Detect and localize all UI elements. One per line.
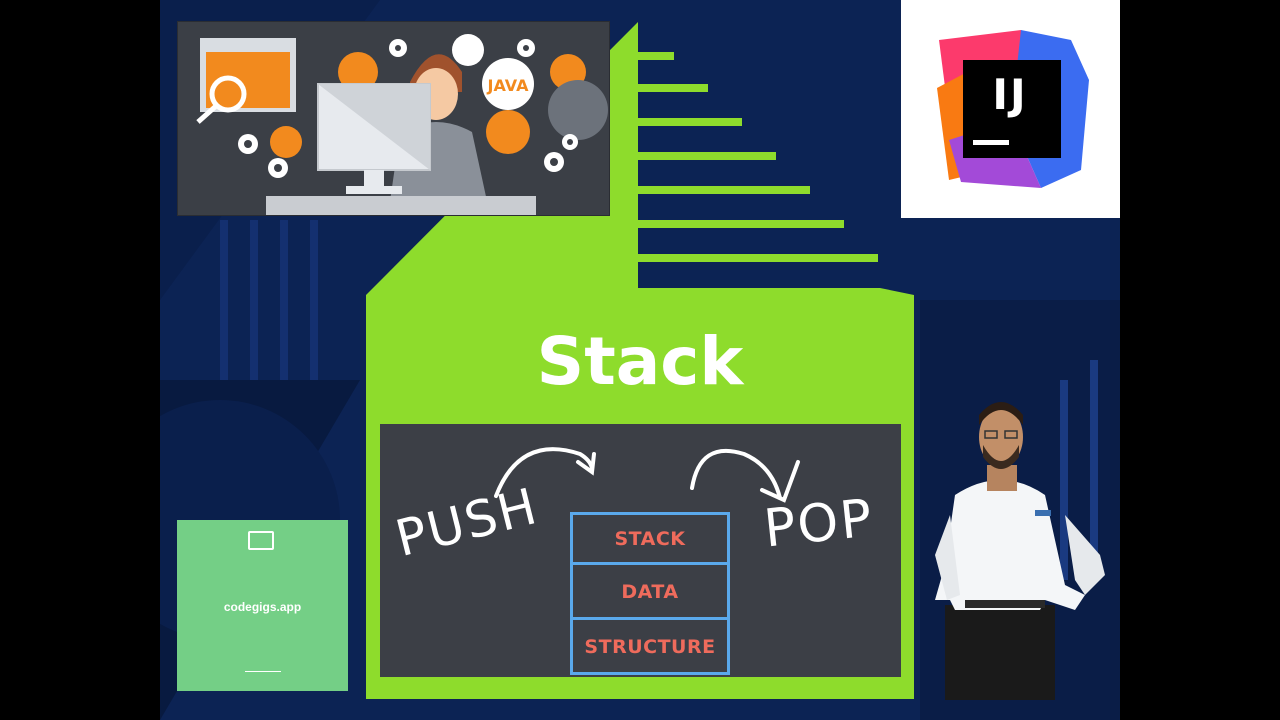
pop-label: POP — [761, 488, 877, 560]
intellij-logo-card — [901, 0, 1120, 218]
developer-illustration: JAVA — [177, 21, 610, 216]
java-badge: JAVA — [487, 76, 530, 95]
pop-arrow-icon — [760, 460, 800, 503]
divider — [245, 671, 281, 672]
stack-item: STRUCTURE — [584, 636, 716, 658]
arrow-icons — [494, 447, 800, 503]
intellij-logo-text: IJ — [992, 70, 1028, 119]
stack-container: STACK DATA STRUCTURE — [570, 512, 730, 675]
stack-diagram-board — [380, 424, 901, 677]
codegigs-card: codegigs.app — [177, 520, 348, 691]
magnifier-icon — [209, 75, 247, 113]
page-title: Stack — [536, 323, 744, 400]
browser-window-icon — [248, 531, 274, 550]
push-arrow-icon — [576, 452, 596, 476]
intellij-logo-icon — [937, 30, 1089, 188]
site-name: codegigs.app — [223, 600, 302, 614]
stack-item: DATA — [621, 581, 679, 603]
presenter-photo — [935, 402, 1105, 700]
stack-item: STACK — [614, 528, 686, 550]
